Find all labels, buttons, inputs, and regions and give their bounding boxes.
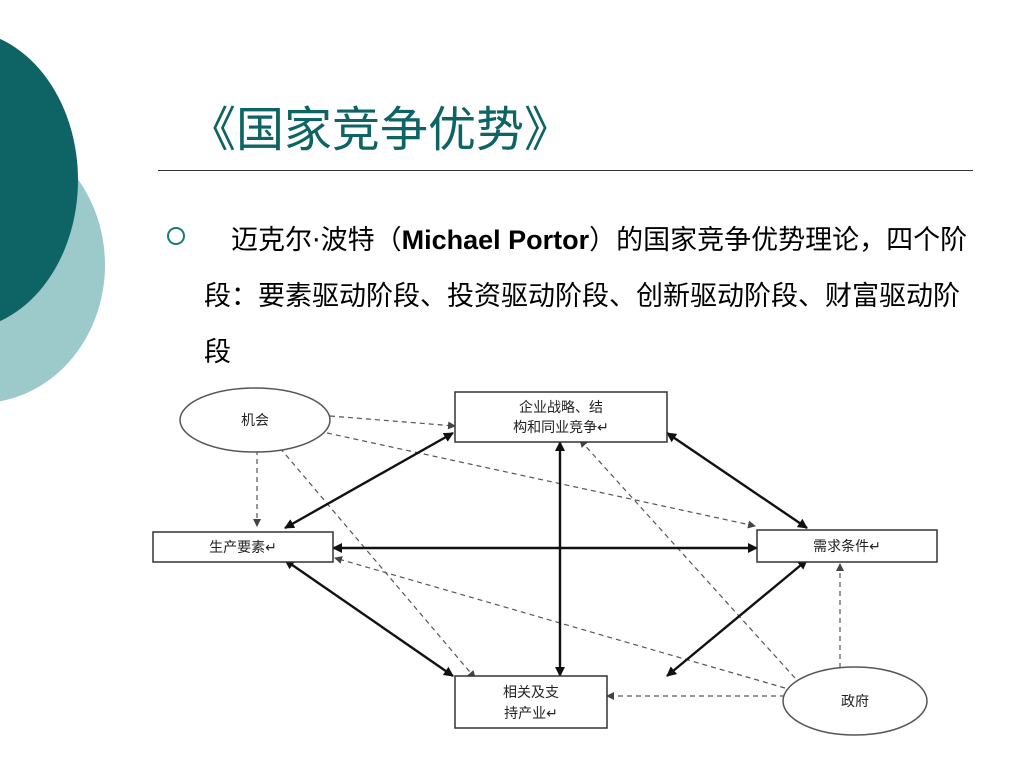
dashed-chance-related bbox=[279, 447, 476, 679]
bullet-text-suffix: ）的国家竞争优势理论，四个阶段：要素驱动阶段、投资驱动阶段、创新驱动阶段、财富驱… bbox=[204, 225, 968, 368]
bullet-text-prefix: 迈克尔·波特（ bbox=[231, 225, 402, 256]
node-factors: 生产要素↵ bbox=[152, 531, 334, 563]
dark-teal-shape bbox=[0, 38, 78, 322]
porter-diamond-diagram: 机会 企业战略、结 构和同业竞争↵ 生产要素↵ 需求条件↵ 相关及支 持产业↵ … bbox=[152, 387, 938, 736]
svg-text:机会: 机会 bbox=[241, 413, 269, 429]
dashed-chance-demand bbox=[326, 432, 756, 529]
bullet-circle-icon bbox=[167, 227, 185, 245]
node-related: 相关及支 持产业↵ bbox=[454, 675, 608, 729]
svg-text:需求条件↵: 需求条件↵ bbox=[813, 538, 881, 555]
slide-title: 《国家竞争优势》 bbox=[188, 102, 573, 158]
bullet-text: 迈克尔·波特（Michael Portor）的国家竞争优势理论，四个阶段：要素驱… bbox=[204, 212, 974, 381]
svg-text:构和同业竞争↵: 构和同业竞争↵ bbox=[513, 419, 609, 436]
link-strategy-factors bbox=[284, 431, 454, 530]
node-demand: 需求条件↵ bbox=[756, 529, 938, 563]
svg-text:生产要素↵: 生产要素↵ bbox=[209, 540, 277, 556]
title-divider bbox=[158, 170, 973, 171]
node-government: 政府 bbox=[782, 666, 928, 736]
link-demand-related bbox=[666, 559, 808, 677]
svg-text:相关及支: 相关及支 bbox=[503, 685, 559, 701]
svg-text:企业战略、结: 企业战略、结 bbox=[519, 399, 603, 416]
node-chance: 机会 bbox=[179, 387, 331, 453]
node-strategy: 企业战略、结 构和同业竞争↵ bbox=[454, 391, 668, 443]
dashed-chance-strategy bbox=[329, 415, 456, 430]
svg-text:持产业↵: 持产业↵ bbox=[504, 706, 558, 722]
bullet-text-english: Michael Portor bbox=[401, 225, 590, 255]
decorative-shape bbox=[0, 38, 105, 402]
svg-text:政府: 政府 bbox=[841, 694, 869, 710]
link-strategy-demand bbox=[666, 432, 808, 529]
link-factors-related bbox=[284, 559, 454, 677]
